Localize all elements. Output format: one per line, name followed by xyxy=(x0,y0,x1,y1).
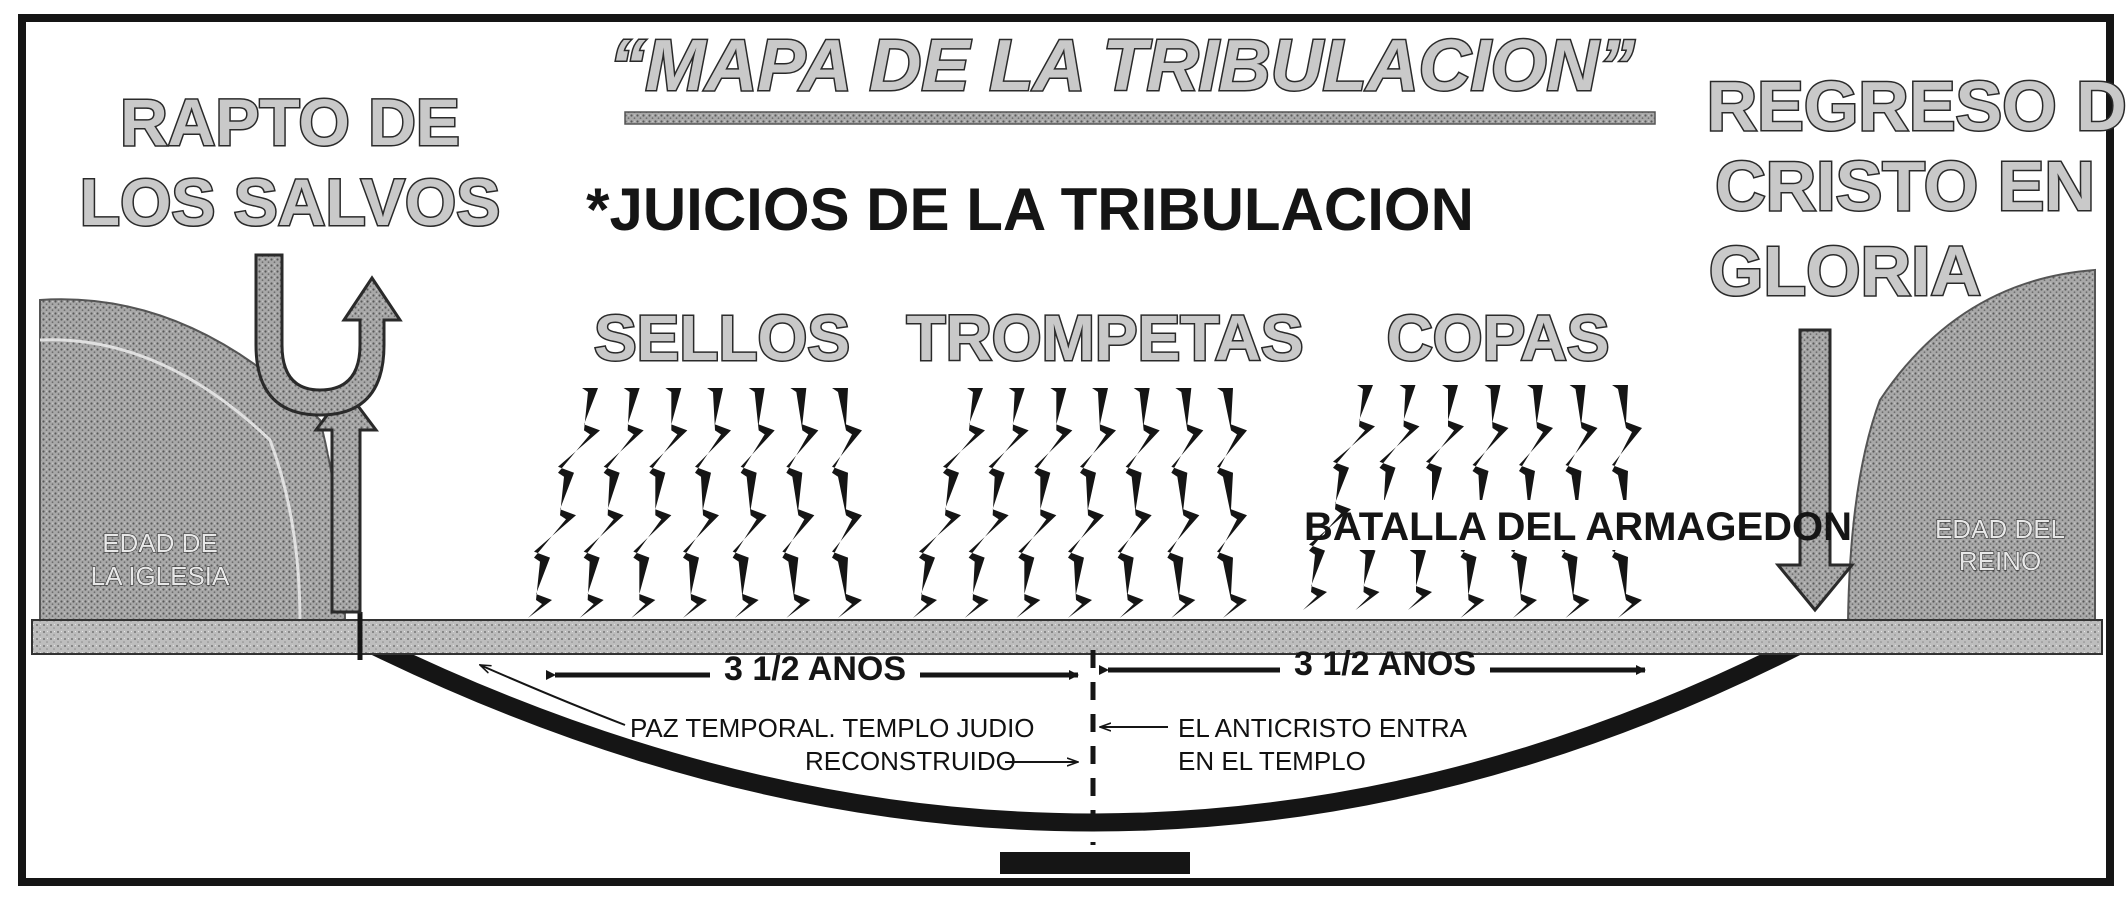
first-half-label: 3 1/2 ANOS xyxy=(724,650,906,688)
rapture-label-line1: RAPTO DE xyxy=(120,85,460,159)
bowl-bolt-2 xyxy=(1355,385,1420,610)
first-half-arrow: 3 1/2 ANOS xyxy=(546,650,1079,688)
trumpets-bolts xyxy=(913,388,1247,618)
kingdom-age-label-line2: REINO xyxy=(1959,546,2041,576)
peace-note-line1: PAZ TEMPORAL. TEMPLO JUDIO xyxy=(630,713,1035,743)
return-label-line3: GLORIA xyxy=(1709,232,1981,310)
seal-bolt-3 xyxy=(631,388,688,618)
antichrist-note-line1: EL ANTICRISTO ENTRA xyxy=(1178,713,1468,743)
armageddon-label-bg xyxy=(1358,500,1798,550)
trumpets-label: TROMPETAS xyxy=(906,302,1303,374)
trumpet-bolt-6 xyxy=(1167,388,1204,618)
kingdom-age-dome xyxy=(1846,268,2096,623)
judgments-heading: *JUICIOS DE LA TRIBULACION xyxy=(586,176,1474,243)
rapture-arrow-icon xyxy=(254,253,403,614)
seal-bolt-5 xyxy=(732,388,775,618)
antichrist-note-line2: EN EL TEMPLO xyxy=(1178,746,1366,776)
trumpet-bolt-5 xyxy=(1117,388,1160,618)
bowl-bolt-6 xyxy=(1561,385,1598,618)
kingdom-age-label-line1: EDAD DEL xyxy=(1935,514,2065,544)
peace-pointer xyxy=(480,665,626,726)
bowl-bolt-7 xyxy=(1612,385,1642,618)
seals-bolts xyxy=(528,388,862,618)
bowl-bolt-3 xyxy=(1408,385,1464,610)
title-underline xyxy=(624,111,1656,125)
bowl-base xyxy=(1000,852,1190,874)
trumpet-bolt-2 xyxy=(964,388,1029,618)
peace-note-line2: RECONSTRUIDO xyxy=(805,746,1016,776)
trumpet-bolt-3 xyxy=(1016,388,1073,618)
trumpet-bolt-4 xyxy=(1068,388,1116,618)
trumpet-bolt-1 xyxy=(913,388,985,618)
church-age-label-line1: EDAD DE xyxy=(102,528,218,558)
return-label-line2: CRISTO EN xyxy=(1715,147,2095,225)
outer-frame xyxy=(18,14,2114,886)
bowl-bolt-5 xyxy=(1511,385,1553,618)
return-label-line1: REGRESO DE xyxy=(1707,67,2127,145)
second-half-arrow: 3 1/2 ANOS xyxy=(1099,645,1646,683)
rapture-label-line2: LOS SALVOS xyxy=(80,165,501,239)
seal-bolt-7 xyxy=(832,388,862,618)
seals-label: SELLOS xyxy=(594,302,850,374)
seal-bolt-6 xyxy=(782,388,819,618)
seal-bolt-4 xyxy=(683,388,731,618)
bowl-bolt-1 xyxy=(1303,385,1375,610)
timeline-bar xyxy=(31,619,2103,655)
map-title: “MAPA DE LA TRIBULACION” xyxy=(609,26,1634,106)
second-half-label: 3 1/2 ANOS xyxy=(1294,645,1476,683)
seal-bolt-1 xyxy=(528,388,600,618)
bowls-bolts xyxy=(1303,385,1642,618)
armageddon-label: BATALLA DEL ARMAGEDON xyxy=(1304,505,1852,549)
bowls-label: COPAS xyxy=(1387,302,1610,374)
second-coming-arrow-icon xyxy=(1774,328,1856,613)
trumpet-bolt-7 xyxy=(1217,388,1247,618)
seal-bolt-2 xyxy=(579,388,644,618)
bowl-bolt-4 xyxy=(1460,385,1509,618)
church-age-label-line2: LA IGLESIA xyxy=(91,561,230,591)
